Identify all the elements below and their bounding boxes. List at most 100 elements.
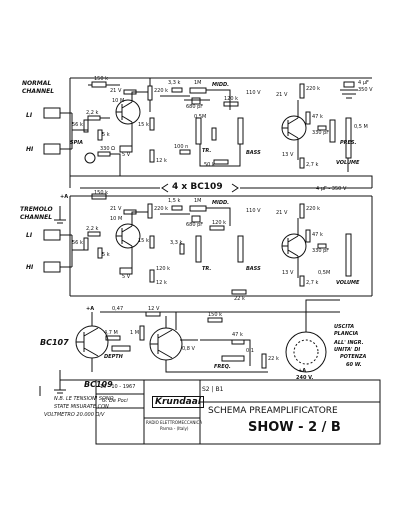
- value-120k-mid-low: 120 k: [156, 266, 171, 272]
- potentiometer-depth: [111, 345, 131, 352]
- value-680-mid: 680 pF: [186, 222, 204, 228]
- resistor-5k-top: [97, 129, 103, 141]
- resistor-33k-mid: [179, 243, 185, 255]
- value-047-osc: 0,47: [112, 306, 124, 312]
- resistor-150k-mid: [91, 193, 107, 200]
- resistor-50k-top: [213, 159, 229, 165]
- bass-label-mid: BASS: [246, 266, 261, 272]
- value-21v-mid: 21 V: [110, 206, 122, 212]
- resistor-15k-mid: [149, 235, 155, 249]
- value-10m-mid: 10 M: [110, 216, 123, 222]
- resistor-22k-osc: [261, 353, 267, 369]
- spia-label: SPIA: [70, 140, 83, 146]
- input-jack-tremolo-li: [43, 229, 61, 241]
- resistor-10m-top: [123, 89, 137, 95]
- capacitor-680p-mid: [191, 215, 201, 223]
- potentiometer-treble-mid: [195, 235, 202, 263]
- resistor-47k-mid: [305, 229, 311, 243]
- value-220k-mid: 220 k: [154, 206, 169, 212]
- value-5k-top: 5 k: [102, 132, 110, 138]
- value-22k-top: 2,2 k: [86, 110, 99, 116]
- resistor-220k-top-1: [147, 85, 153, 101]
- title-signature: G. De Poci: [102, 398, 128, 404]
- value-220k-mid-2: 220 k: [306, 206, 321, 212]
- value-56k-mid: 56 k: [72, 240, 83, 246]
- resistor-47k-osc: [145, 311, 161, 317]
- note-line-1: N.B. LE TENSIONI SONO: [54, 396, 114, 402]
- value-21v-mid-2: 21 V: [276, 210, 288, 216]
- potentiometer-freq: [221, 355, 245, 362]
- output-socket: [285, 331, 327, 373]
- resistor-5v-box-mid: [119, 267, 133, 275]
- resistor-47k-osc-2: [231, 339, 245, 345]
- depth-label: DEPTH: [104, 354, 123, 360]
- capacitor-330p-mid: [317, 243, 327, 249]
- middle-label-top: MIDD.: [212, 82, 230, 88]
- value-05m-mid: 0,5M: [318, 270, 331, 276]
- resistor-33k-top: [171, 87, 183, 93]
- volume-label-top: VOLUME: [336, 160, 360, 166]
- resistor-15k-tone-top: [211, 127, 217, 141]
- input-jack-normal-hi: [43, 143, 61, 155]
- value-680p-top: 680 pF: [186, 104, 204, 110]
- middle-label-mid: MIDD.: [212, 200, 230, 206]
- value-33k-top: 3,3 k: [168, 80, 181, 86]
- transistor-group-label: 4 x BC109: [172, 182, 223, 192]
- value-33k-mid: 3,3 k: [170, 240, 183, 246]
- supply-label-osc: +A: [86, 306, 95, 312]
- drawing-number: S2 | B1: [202, 386, 224, 393]
- resistor-47k-top: [305, 111, 311, 125]
- value-12k-top: 12 k: [156, 158, 167, 164]
- resistor-220k-top-2: [299, 83, 305, 99]
- resistor-22k-mid: [87, 231, 101, 237]
- channel-tremolo-label: TREMOLO: [20, 206, 53, 213]
- brand-logo: Krundaal: [152, 396, 204, 408]
- value-5v-mid: 5 V: [122, 274, 131, 280]
- resistor-330-top: [97, 151, 111, 157]
- resistor-12k-top: [149, 149, 155, 163]
- output-label-1: USCITA: [334, 324, 355, 330]
- resistor-120k-top: [223, 101, 239, 107]
- value-150k-mid: 150 k: [94, 190, 109, 196]
- output-supply-voltage: 240 V.: [296, 375, 314, 381]
- value-150k-osc: 150 k: [208, 312, 223, 318]
- value-22k-tone-mid: 22 k: [234, 296, 245, 302]
- company-name: RADIO ELETTROMECCANICA: [146, 420, 203, 425]
- resistor-220k-mid-2: [299, 203, 305, 219]
- value-5v-top: 5 V: [122, 152, 131, 158]
- resistor-10m-mid: [123, 209, 137, 215]
- value-1m-osc: 1 M: [130, 330, 140, 336]
- value-21v-top: 21 V: [110, 88, 122, 94]
- value-21v-top-2: 21 V: [276, 92, 288, 98]
- value-47k-osc: 47 k: [232, 332, 243, 338]
- note-line-2: STATE MISURATE CON: [54, 404, 109, 410]
- title-block-frame: [95, 379, 381, 445]
- potentiometer-bass-top: [237, 117, 244, 145]
- treble-label-mid: TR.: [202, 266, 212, 272]
- value-350v-top: 350 V: [358, 87, 373, 93]
- resistor-27k-mid: [299, 275, 305, 287]
- output-label-2: PLANCIA: [334, 331, 359, 337]
- presence-label-top: PRES.: [340, 140, 357, 146]
- volume-label-mid: VOLUME: [336, 280, 360, 286]
- value-10m-top: 10 M: [112, 98, 125, 104]
- output-label-5: POTENZA: [340, 354, 367, 360]
- bc109-label: BC109: [84, 380, 113, 389]
- potentiometer-middle-top: [189, 87, 207, 94]
- capacitor-330p-top: [317, 125, 327, 131]
- resistor-5k-mid: [97, 247, 103, 259]
- value-22k-osc: 22 k: [268, 356, 279, 362]
- input-jack-normal-li: [43, 107, 61, 119]
- capacitor-680p-top: [191, 97, 201, 105]
- value-150k-top: 150 k: [94, 76, 109, 82]
- resistor-220k-mid-1: [147, 203, 153, 219]
- output-supply-label: +A: [298, 368, 307, 374]
- value-01-osc: 0,1: [246, 348, 254, 354]
- value-4uf-top: 4 μF: [358, 80, 369, 86]
- value-15k-top: 15 k: [138, 122, 149, 128]
- value-1m-top: 1M: [194, 80, 202, 86]
- value-220k-top-2: 220 k: [306, 86, 321, 92]
- capacitor-100n-top: [179, 149, 191, 155]
- value-13v-mid: 13 V: [282, 270, 294, 276]
